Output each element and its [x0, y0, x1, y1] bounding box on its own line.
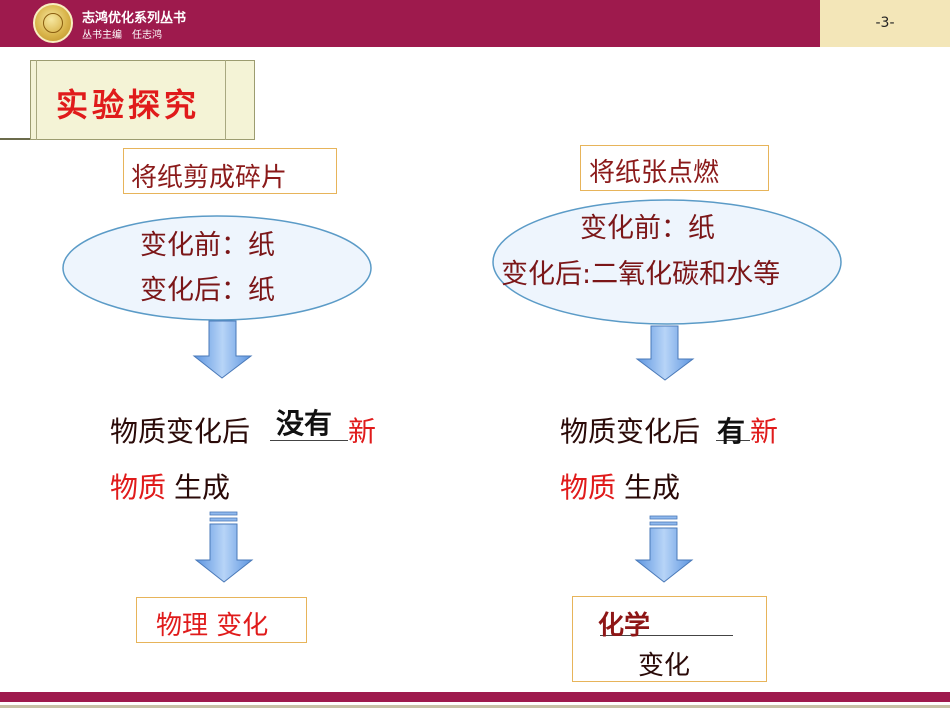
left-blank-line	[270, 440, 348, 441]
right-blank-line	[716, 440, 750, 441]
logo-emblem	[43, 13, 63, 33]
down-arrow-icon	[192, 320, 253, 379]
right-new-text: 新	[750, 415, 779, 448]
striped-down-arrow-icon	[634, 515, 694, 583]
tab-divider-right	[225, 60, 226, 140]
left-generate-text: 生成	[174, 471, 231, 504]
left-ellipse	[62, 215, 372, 321]
section-title: 实验探究	[55, 86, 200, 124]
page-number-box	[820, 0, 950, 47]
left-action-box	[123, 148, 337, 194]
right-before-text: 变化前：纸	[580, 213, 715, 244]
tab-divider-left	[36, 60, 37, 140]
left-new-text: 新	[348, 415, 377, 448]
right-generate-text: 生成	[624, 471, 681, 504]
right-action-box	[580, 145, 769, 191]
right-substance-text: 物质	[560, 471, 617, 504]
right-statement-text: 物质变化后	[560, 415, 701, 448]
down-arrow-icon	[635, 325, 695, 381]
footer-bar	[0, 692, 950, 702]
striped-down-arrow-icon	[194, 511, 254, 583]
left-before-text: 变化前：纸	[140, 230, 275, 261]
right-ellipse	[492, 199, 842, 325]
series-title: 志鸿优化系列丛书	[82, 11, 187, 26]
right-answer: 有	[717, 415, 746, 448]
section-title-tab	[30, 60, 255, 140]
left-after-text: 变化后：纸	[140, 275, 275, 306]
footer-line	[0, 705, 950, 708]
left-result-box	[136, 597, 307, 643]
right-result-label: 变化	[638, 651, 691, 681]
page-number: -3-	[875, 15, 895, 31]
left-answer: 没有	[276, 407, 333, 440]
right-result-box	[572, 596, 767, 682]
right-result-answer: 化学	[598, 611, 651, 641]
left-substance-text: 物质	[110, 471, 167, 504]
right-after-text: 变化后:二氧化碳和水等	[501, 259, 781, 290]
header-bar	[0, 0, 950, 47]
right-action-label: 将纸张点燃	[589, 158, 720, 188]
series-editor: 丛书主编 任志鸿	[82, 30, 162, 41]
left-statement-text: 物质变化后	[110, 415, 251, 448]
right-result-blank-line	[600, 635, 733, 636]
left-action-label: 将纸剪成碎片	[131, 163, 288, 193]
left-result-label: 物理 变化	[156, 611, 269, 641]
